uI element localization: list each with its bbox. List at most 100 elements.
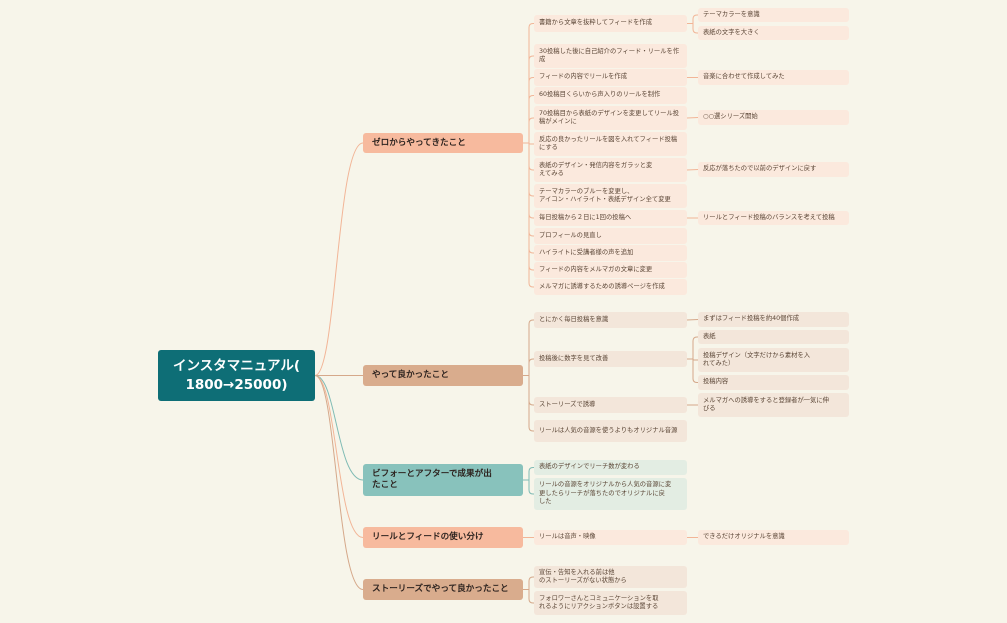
topic-node[interactable]: ストーリーズで誘導 [534, 397, 687, 413]
root-branch-link [314, 375, 364, 481]
branch-label: ゼロからやってきたこと [372, 137, 466, 148]
root-branch-link [314, 375, 364, 590]
root-branch-link [314, 142, 364, 376]
topic-node[interactable]: メルマガに誘導するための誘導ページを作成 [534, 279, 687, 295]
detail-node[interactable]: できるだけオリジナルを意識 [698, 530, 849, 545]
branch-topic-link [523, 117, 534, 144]
branch-topic-link [523, 142, 534, 271]
branch-topic-link [523, 576, 534, 590]
topic-label: ハイライトに受講者様の声を追加 [539, 248, 634, 256]
branch-topic-link [523, 142, 534, 197]
topic-label: フォロワーさんとコミュニケーションを取 れるようにリアクションボタンは設置する [539, 594, 659, 610]
branch-topic-link [523, 142, 534, 219]
topic-node[interactable]: 書籍から文章を抜粋してフィードを作成 [534, 15, 687, 32]
topic-node[interactable]: 表紙のデザイン・発信内容をガラッと変 えてみる [534, 158, 687, 182]
topic-node[interactable]: フォロワーさんとコミュニケーションを取 れるようにリアクションボタンは設置する [534, 591, 687, 615]
branch-topic-link [523, 142, 534, 237]
detail-label: まずはフィード投稿を約40個作成 [703, 315, 800, 323]
detail-label: 投稿内容 [703, 378, 729, 386]
branch-good[interactable]: やって良かったこと [363, 365, 523, 386]
topic-detail-link [686, 117, 699, 119]
branch-before-after[interactable]: ビフォーとアフターで成果が出 たこと [363, 464, 523, 496]
root-branch-link [314, 375, 364, 538]
branch-topic-link [523, 319, 534, 376]
topic-node[interactable]: リールは人気の音源を使うよりもオリジナル音源 [534, 420, 687, 442]
topic-label: 30投稿した後に自己紹介のフィード・リールを作成 [539, 47, 680, 63]
branch-topic-link [523, 77, 534, 144]
branch-topic-link [523, 23, 534, 144]
detail-node[interactable]: 表紙の文字を大きく [698, 26, 849, 40]
topic-node[interactable]: 30投稿した後に自己紹介のフィード・リールを作成 [534, 44, 687, 68]
branch-topic-link [523, 375, 534, 406]
detail-node[interactable]: まずはフィード投稿を約40個作成 [698, 312, 849, 327]
root-node[interactable]: インスタマニュアル( 1800→25000) [158, 350, 315, 401]
topic-detail-link [686, 169, 699, 171]
topic-label: ストーリーズで誘導 [539, 400, 596, 408]
topic-detail-link [687, 358, 698, 361]
detail-node[interactable]: 音楽に合わせて作成してみた [698, 70, 849, 85]
topic-node[interactable]: フィードの内容をメルマガの文章に変更 [534, 262, 687, 278]
topic-node[interactable]: ハイライトに受講者様の声を追加 [534, 245, 687, 261]
topic-detail-link [687, 14, 698, 24]
branch-zero[interactable]: ゼロからやってきたこと [363, 133, 523, 153]
topic-node[interactable]: 投稿後に数字を見て改善 [534, 351, 687, 367]
detail-node[interactable]: テーマカラーを意識 [698, 8, 849, 22]
branch-topic-link [523, 358, 534, 376]
topic-detail-link [687, 336, 698, 360]
topic-node[interactable]: リールは音声・映像 [534, 530, 687, 545]
topic-node[interactable]: 70投稿目から表紙のデザインを変更してリール投稿がメインに [534, 106, 687, 130]
branch-stories[interactable]: ストーリーズでやって良かったこと [363, 579, 523, 600]
branch-topic-link [523, 55, 534, 144]
detail-label: 音楽に合わせて作成してみた [703, 73, 785, 81]
detail-node[interactable]: メルマガへの誘導をすると登録者が一気に伸 びる [698, 393, 849, 417]
detail-label: 表紙の文字を大きく [703, 28, 760, 36]
branch-topic-link [523, 142, 534, 171]
detail-label: ○○選シリーズ開始 [703, 113, 758, 121]
topic-label: 表紙のデザインでリーチ数が変わる [539, 463, 640, 471]
topic-node[interactable]: 表紙のデザインでリーチ数が変わる [534, 460, 687, 475]
detail-label: テーマカラーを意識 [703, 10, 760, 18]
branch-topic-link [523, 589, 534, 604]
topic-detail-link [687, 358, 698, 383]
branch-label: ビフォーとアフターで成果が出 たこと [372, 469, 492, 490]
branch-reel-feed[interactable]: リールとフィードの使い分け [363, 527, 523, 548]
topic-node[interactable]: 宣伝・告知を入れる前は他 のストーリーズがない状態から [534, 566, 687, 588]
topic-label: リールは人気の音源を使うよりもオリジナル音源 [539, 426, 678, 434]
topic-node[interactable]: とにかく毎日投稿を意識 [534, 312, 687, 328]
topic-label: 書籍から文章を抜粋してフィードを作成 [539, 19, 653, 27]
detail-node[interactable]: リールとフィード投稿のバランスを考えて投稿 [698, 211, 849, 225]
topic-node[interactable]: フィードの内容でリールを作成 [534, 69, 687, 86]
detail-node[interactable]: 表紙 [698, 330, 849, 344]
detail-node[interactable]: 投稿デザイン（文字だけから素材を入 れてみた） [698, 348, 849, 372]
topic-detail-link [686, 319, 699, 321]
branch-label: やって良かったこと [372, 370, 449, 380]
root-label: インスタマニュアル( 1800→25000) [173, 357, 300, 393]
topic-node[interactable]: プロフィールの見直し [534, 228, 687, 244]
topic-label: 毎日投稿から２日に1回の投稿へ [539, 213, 632, 221]
branch-topic-link [523, 479, 534, 495]
topic-label: 宣伝・告知を入れる前は他 のストーリーズがない状態から [539, 568, 627, 584]
detail-node[interactable]: 投稿内容 [698, 375, 849, 390]
topic-label: とにかく毎日投稿を意識 [539, 315, 609, 323]
topic-node[interactable]: リールの音源をオリジナルから人気の音源に変 更したらリーチが落ちたのでオリジナル… [534, 478, 687, 510]
topic-detail-link [687, 23, 698, 34]
topic-label: リールの音源をオリジナルから人気の音源に変 更したらリーチが落ちたのでオリジナル… [539, 481, 672, 506]
topic-label: 反応の良かったリールを図を入れてフィード投稿にする [539, 135, 678, 151]
topic-label: フィードの内容でリールを作成 [539, 73, 628, 81]
detail-node[interactable]: ○○選シリーズ開始 [698, 110, 849, 125]
topic-node[interactable]: 反応の良かったリールを図を入れてフィード投稿にする [534, 132, 687, 156]
topic-label: プロフィールの見直し [539, 231, 602, 239]
topic-label: メルマガに誘導するための誘導ページを作成 [539, 282, 665, 290]
detail-node[interactable]: 反応が落ちたので以前のデザインに戻す [698, 162, 849, 177]
branch-topic-link [523, 142, 534, 288]
topic-node[interactable]: テーマカラーのブルーを変更し、 アイコン・ハイライト・表紙デザイン全て変更 [534, 184, 687, 208]
topic-node[interactable]: 毎日投稿から２日に1回の投稿へ [534, 210, 687, 226]
detail-label: できるだけオリジナルを意識 [703, 533, 785, 541]
branch-topic-link [523, 375, 534, 432]
branch-label: リールとフィードの使い分け [372, 532, 484, 542]
topic-label: リールは音声・映像 [539, 533, 596, 541]
topic-label: テーマカラーのブルーを変更し、 アイコン・ハイライト・表紙デザイン全て変更 [539, 187, 671, 203]
branch-topic-link [523, 142, 534, 254]
branch-label: ストーリーズでやって良かったこと [372, 584, 509, 594]
topic-node[interactable]: 60投稿目くらいから声入りのリールを制作 [534, 87, 687, 104]
